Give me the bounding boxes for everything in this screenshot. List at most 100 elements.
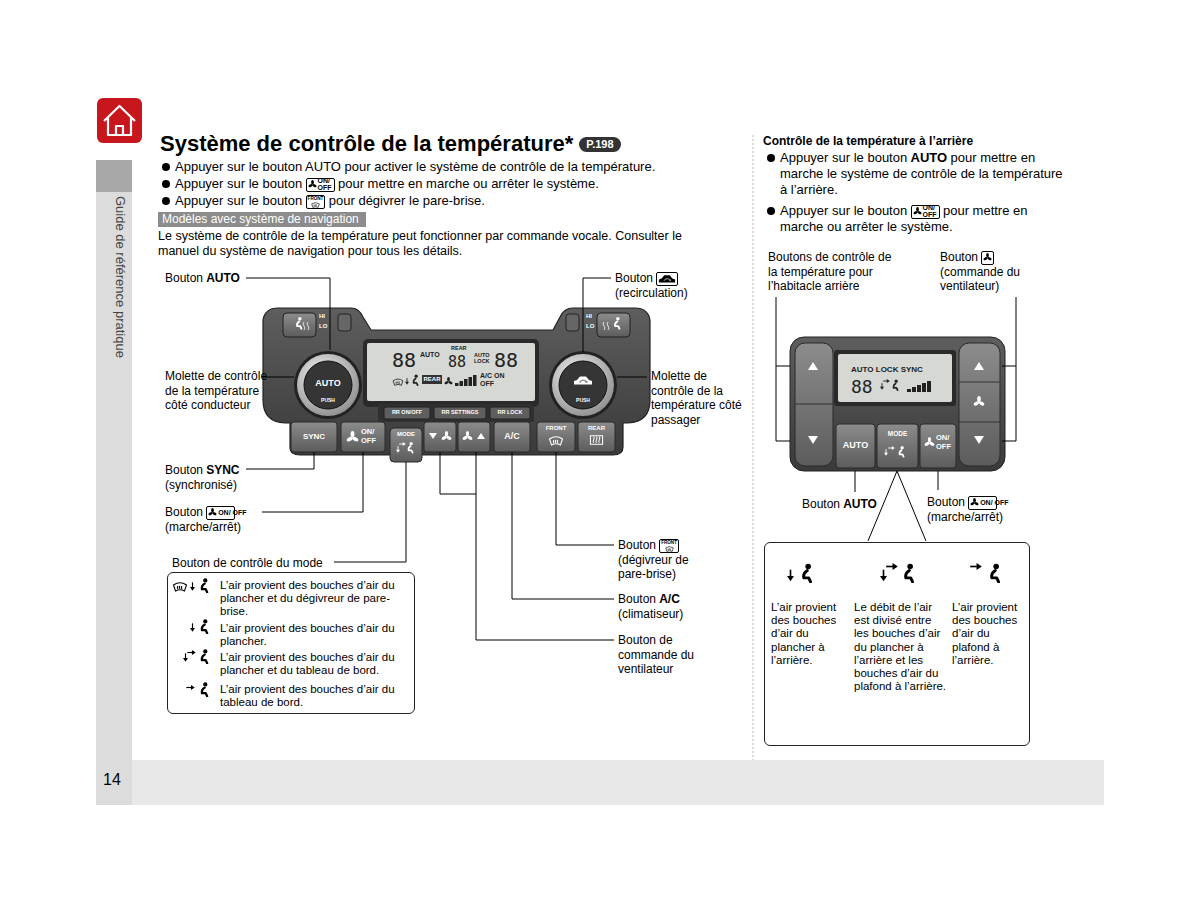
node-text: A/C ON OFF [480, 372, 508, 388]
ac-button: A/C [494, 422, 530, 452]
label-text: Bouton [618, 538, 656, 552]
drawing-part [907, 389, 911, 392]
inline-icon [970, 498, 979, 507]
node-text: SYNC [291, 432, 337, 441]
node-text: AUTO [420, 351, 444, 359]
node-text: AUTO LOCK SYNC [851, 365, 943, 374]
drawing-part [378, 404, 534, 422]
drawing-part [186, 685, 194, 690]
drawing-part [512, 452, 614, 599]
drawing-part [405, 378, 409, 385]
bullet-text: Appuyer sur le boutonAUTOpour mettre en … [780, 150, 1072, 198]
node-text: ON/ OFF [936, 434, 955, 451]
label-text: Molette de contrôle de la température cô… [651, 369, 742, 427]
drawing-part [202, 578, 208, 592]
node-text: L’air provient des bouches d’air du plan… [771, 601, 851, 667]
drawing-part [983, 253, 992, 261]
drawing-part [202, 682, 208, 696]
rear-panel-drawing [790, 337, 1005, 471]
icon-text: ON/ OFF [923, 205, 938, 218]
drawing-part [597, 313, 630, 337]
drawing-part [297, 317, 302, 329]
rear-display: AUTO LOCK SYNC88 [838, 354, 952, 402]
drawing-part [97, 98, 142, 143]
passenger-temperature-dial: PUSH [550, 352, 616, 418]
callout: BoutonAUTO [165, 271, 243, 286]
callout: Bouton de commande du ventilateur [618, 633, 706, 677]
label-text: Bouton [618, 592, 656, 606]
drawing-part [603, 322, 609, 330]
drawing-part [894, 380, 898, 391]
drawing-part [836, 424, 956, 468]
node-text: MODE [390, 431, 422, 438]
label-text: 14 [103, 771, 121, 788]
node-text: REAR [578, 425, 615, 432]
drawing-part [907, 381, 931, 392]
label-text: (marche/arrêt) [927, 510, 1003, 524]
drawing-part [578, 422, 615, 452]
drawing-part [422, 375, 442, 384]
drawing-part [384, 407, 430, 419]
side-tab-text: Guide de référence pratique [112, 196, 128, 361]
node-text: 88 [494, 350, 520, 370]
label-text: AUTO [911, 150, 948, 165]
drawing-part [490, 407, 530, 419]
drawing-part [574, 377, 592, 385]
drawing-part [96, 160, 132, 805]
drawing-part [455, 383, 459, 386]
node-text: Le débit de l’air est divisé entre les b… [854, 601, 948, 694]
drawing-part [795, 343, 833, 466]
node-text: L’air provient des bouches d’air du plaf… [952, 601, 1028, 667]
drawing-part [795, 404, 833, 405]
drawing-part [458, 422, 490, 452]
drawing-part [1002, 366, 1016, 367]
climate-display: 88AUTOREAR88AUTO LOCK88REARA/C ON OFF [366, 342, 536, 404]
drawing-part [393, 379, 403, 385]
drawing-part [590, 436, 602, 444]
drawing-part [294, 351, 362, 419]
drawing-part [753, 135, 754, 760]
drawing-part [132, 760, 1104, 805]
inline-icon [310, 201, 321, 208]
icon-text: FRONT [661, 540, 677, 545]
drawing-part [615, 317, 620, 329]
drawing-part [886, 563, 898, 570]
drawing-part [208, 508, 217, 516]
rear-lock-button: RR LOCK [490, 407, 530, 420]
drawing-part [920, 424, 956, 468]
drawing-part [556, 452, 614, 545]
model-tag: Modèles avec système de navigation [158, 212, 366, 227]
drawing-part [924, 437, 935, 447]
node-text: FRONT [537, 425, 575, 432]
drawing-part [190, 582, 195, 590]
drawing-part [836, 424, 875, 468]
drawing-part [384, 407, 530, 419]
section-heading: Contrôle de la température à l’arrière [763, 134, 976, 149]
page-reference: P.198 [579, 137, 620, 152]
drawing-part [334, 462, 406, 562]
drawing-part [959, 343, 1000, 466]
drawing-part [441, 431, 452, 441]
page-title: Système de contrôle de la température*P.… [160, 131, 621, 158]
drawing-part [992, 564, 999, 582]
drawing-part [174, 583, 187, 591]
drawing-part [303, 322, 309, 330]
drawing-part [469, 377, 473, 386]
drawing-part [473, 375, 477, 386]
defrost-icon: FRONT [306, 195, 326, 209]
node-text: PUSH [295, 398, 361, 404]
drawing-part [970, 563, 982, 570]
callout: Boutons de contrôle de la température po… [768, 250, 903, 294]
drawing-part [912, 387, 916, 392]
bullet-text: Appuyer sur le bouton AUTO pour activer … [175, 159, 755, 175]
label-text: Bouton [940, 250, 978, 264]
note-text: Le système de contrôle de la température… [158, 229, 723, 260]
bullet-dot [767, 207, 775, 215]
drawing-part [308, 180, 317, 188]
front-control-panel: HILOHILOAUTOPUSHPUSH88AUTOREAR88AUTO LOC… [263, 305, 650, 457]
bullet-text: Appuyer sur le boutonFRONTpour dégivrer … [175, 193, 755, 209]
callout: BoutonSYNC(synchronisé) [165, 463, 243, 492]
drawing-part [973, 396, 985, 406]
node-text: AUTO LOCK [474, 352, 494, 365]
callout: BoutonFRONT(dégivreur de pare-brise) [618, 538, 710, 582]
